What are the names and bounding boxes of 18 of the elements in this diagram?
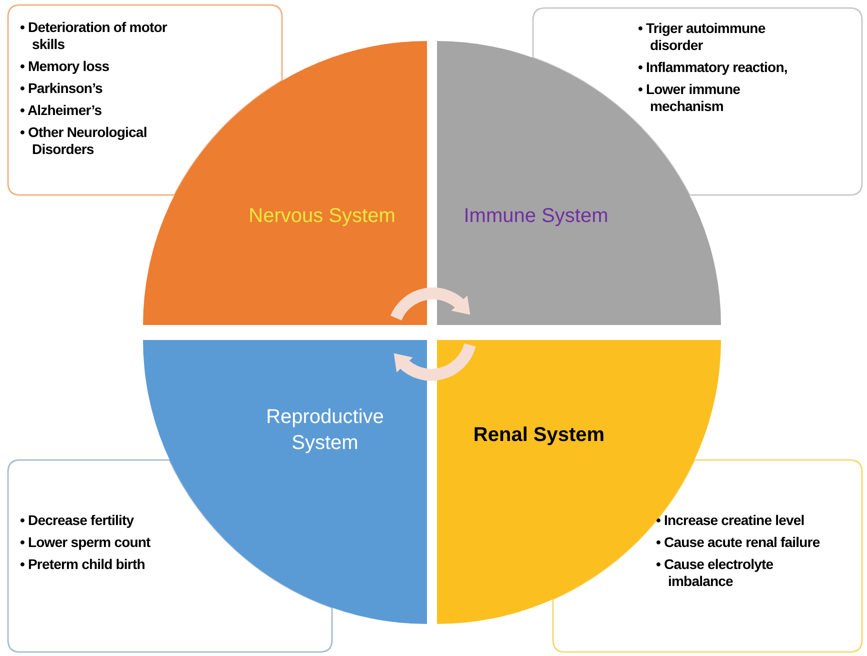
quadrant-label: Reproductive System	[265, 405, 385, 456]
quadrant-label: Nervous System	[248, 204, 396, 229]
quadrant-label: Renal System	[472, 423, 606, 448]
bullet-item: • Increase creatine level	[656, 512, 806, 529]
bullet-item: • Triger autoimmune disorder	[638, 20, 766, 54]
bullet-item: • Cause electrolyte imbalance	[656, 556, 774, 590]
bullet-item: • Cause acute renal failure	[656, 534, 821, 551]
bullet-item: • Alzheimer’s	[20, 102, 103, 119]
bullet-item: • Lower immune mechanism	[638, 81, 741, 115]
bullet-item: • Preterm child birth	[20, 556, 146, 573]
bullet-item: • Memory loss	[20, 58, 110, 75]
bullet-item: • Deterioration of motor skills	[20, 19, 168, 53]
bullet-item: • Lower sperm count	[20, 534, 152, 551]
quadrant-label: Immune System	[462, 204, 610, 229]
bullet-item: • Other Neurological Disorders	[20, 124, 148, 158]
bullet-item: • Parkinson’s	[20, 80, 104, 97]
bullet-item: • Decrease fertility	[20, 512, 135, 529]
bullet-item: • Inflammatory reaction,	[638, 59, 788, 76]
